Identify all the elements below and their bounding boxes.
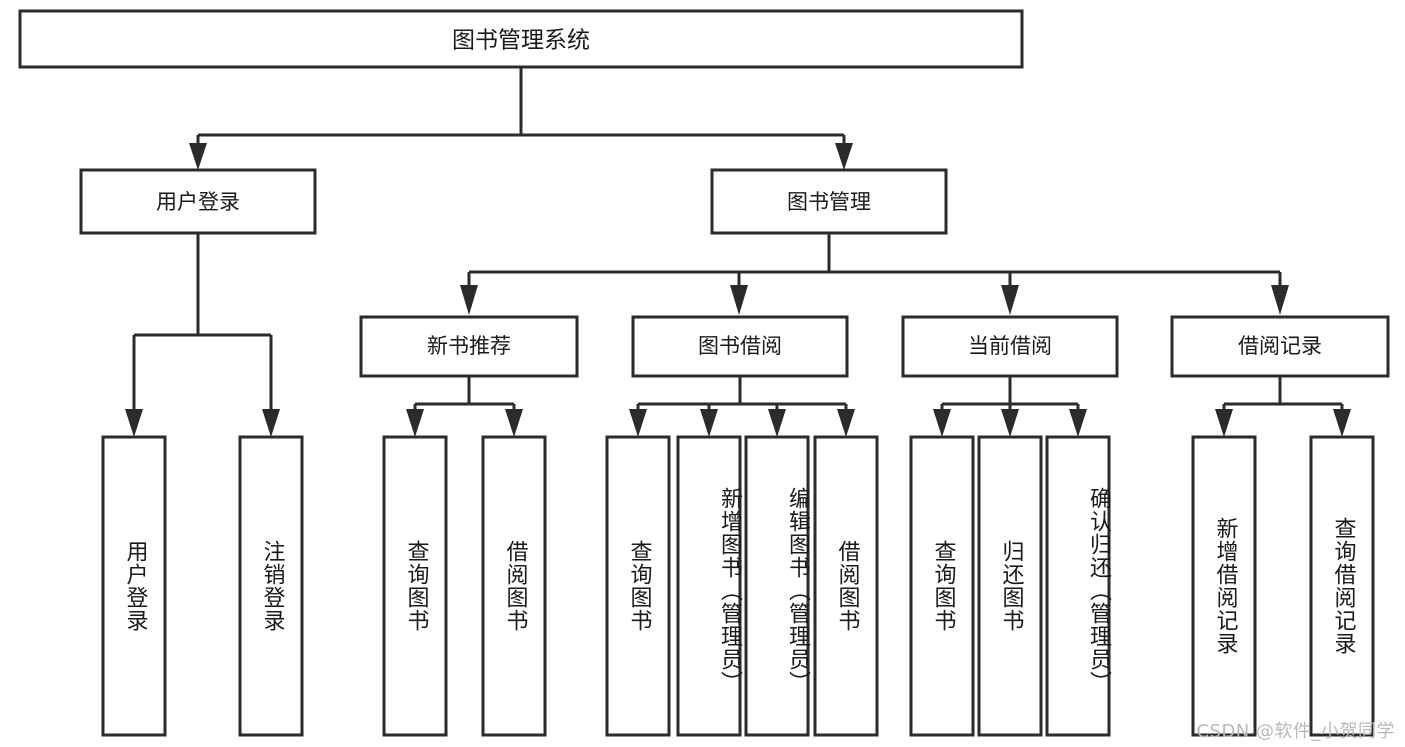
leaf-box-records-1[interactable]	[1191, 435, 1257, 737]
arrow-head-icon	[505, 409, 523, 437]
arrow-head-icon	[629, 409, 647, 437]
node-new-book-recommend-label: 新书推荐	[427, 334, 511, 358]
arrow-head-icon	[1069, 409, 1087, 437]
leaf-box-current-2[interactable]	[977, 435, 1043, 737]
arrow-head-icon	[406, 409, 424, 437]
arrow-head-icon	[730, 285, 748, 315]
leaf-box-borrow-2[interactable]	[676, 435, 742, 737]
leaf-box-borrow-1[interactable]	[605, 435, 671, 737]
leaf-box-borrow-4[interactable]	[813, 435, 879, 737]
connector-current-borrow-to-leaves	[933, 376, 1087, 437]
node-book-borrow-label: 图书借阅	[698, 334, 782, 358]
leaf-box-records-2[interactable]	[1309, 435, 1375, 737]
node-book-borrow[interactable]: 图书借阅	[631, 315, 849, 378]
node-new-book-recommend-box[interactable]	[359, 315, 579, 378]
leaf-box-borrow-3[interactable]	[744, 435, 810, 737]
leaf-box-current-3[interactable]	[1045, 435, 1111, 737]
arrow-head-icon	[1215, 409, 1233, 437]
arrow-head-icon	[835, 143, 853, 170]
arrow-head-icon	[933, 409, 951, 437]
node-current-borrow-box[interactable]	[901, 315, 1119, 378]
leaf-box-new-book-2[interactable]	[481, 435, 547, 737]
arrow-head-icon	[1001, 409, 1019, 437]
arrow-head-icon	[1333, 409, 1351, 437]
node-new-book-recommend[interactable]: 新书推荐	[359, 315, 579, 378]
connector-new-book-to-leaves	[406, 376, 523, 437]
leaf-box-user-login-2[interactable]	[238, 435, 304, 737]
arrow-head-icon	[700, 409, 718, 437]
arrow-head-icon	[837, 409, 855, 437]
node-book-management[interactable]: 图书管理	[710, 168, 948, 235]
arrow-head-icon	[262, 409, 280, 437]
node-user-login[interactable]: 用户登录	[79, 168, 317, 235]
connector-book-borrow-to-leaves	[629, 376, 855, 437]
arrow-head-icon	[125, 409, 143, 437]
arrow-head-icon	[1001, 285, 1019, 315]
connector-user-login-to-leaves	[125, 233, 280, 437]
node-root-label: 图书管理系统	[452, 28, 590, 54]
arrow-head-icon	[1271, 285, 1289, 315]
node-borrow-records-label: 借阅记录	[1238, 334, 1322, 358]
node-current-borrow-label: 当前借阅	[968, 334, 1052, 358]
node-root-box[interactable]	[18, 9, 1024, 69]
arrow-head-icon	[189, 143, 207, 170]
node-user-login-box[interactable]	[79, 168, 317, 235]
leaf-box-user-login-1[interactable]	[101, 435, 167, 737]
node-book-management-label: 图书管理	[787, 190, 871, 214]
leaf-box-current-1[interactable]	[909, 435, 975, 737]
leaf-box-new-book-1[interactable]	[382, 435, 448, 737]
arrow-head-icon	[460, 285, 478, 315]
node-user-login-label: 用户登录	[156, 190, 240, 214]
node-current-borrow[interactable]: 当前借阅	[901, 315, 1119, 378]
watermark-text: CSDN @软件_小贺同学	[1196, 721, 1395, 742]
arrow-head-icon	[768, 409, 786, 437]
node-root[interactable]: 图书管理系统	[18, 9, 1024, 69]
connector-book-management-to-level3	[460, 233, 1289, 315]
connector-borrow-records-to-leaves	[1215, 376, 1351, 437]
connector-root-to-level2	[189, 67, 853, 170]
node-borrow-records[interactable]: 借阅记录	[1170, 315, 1390, 378]
